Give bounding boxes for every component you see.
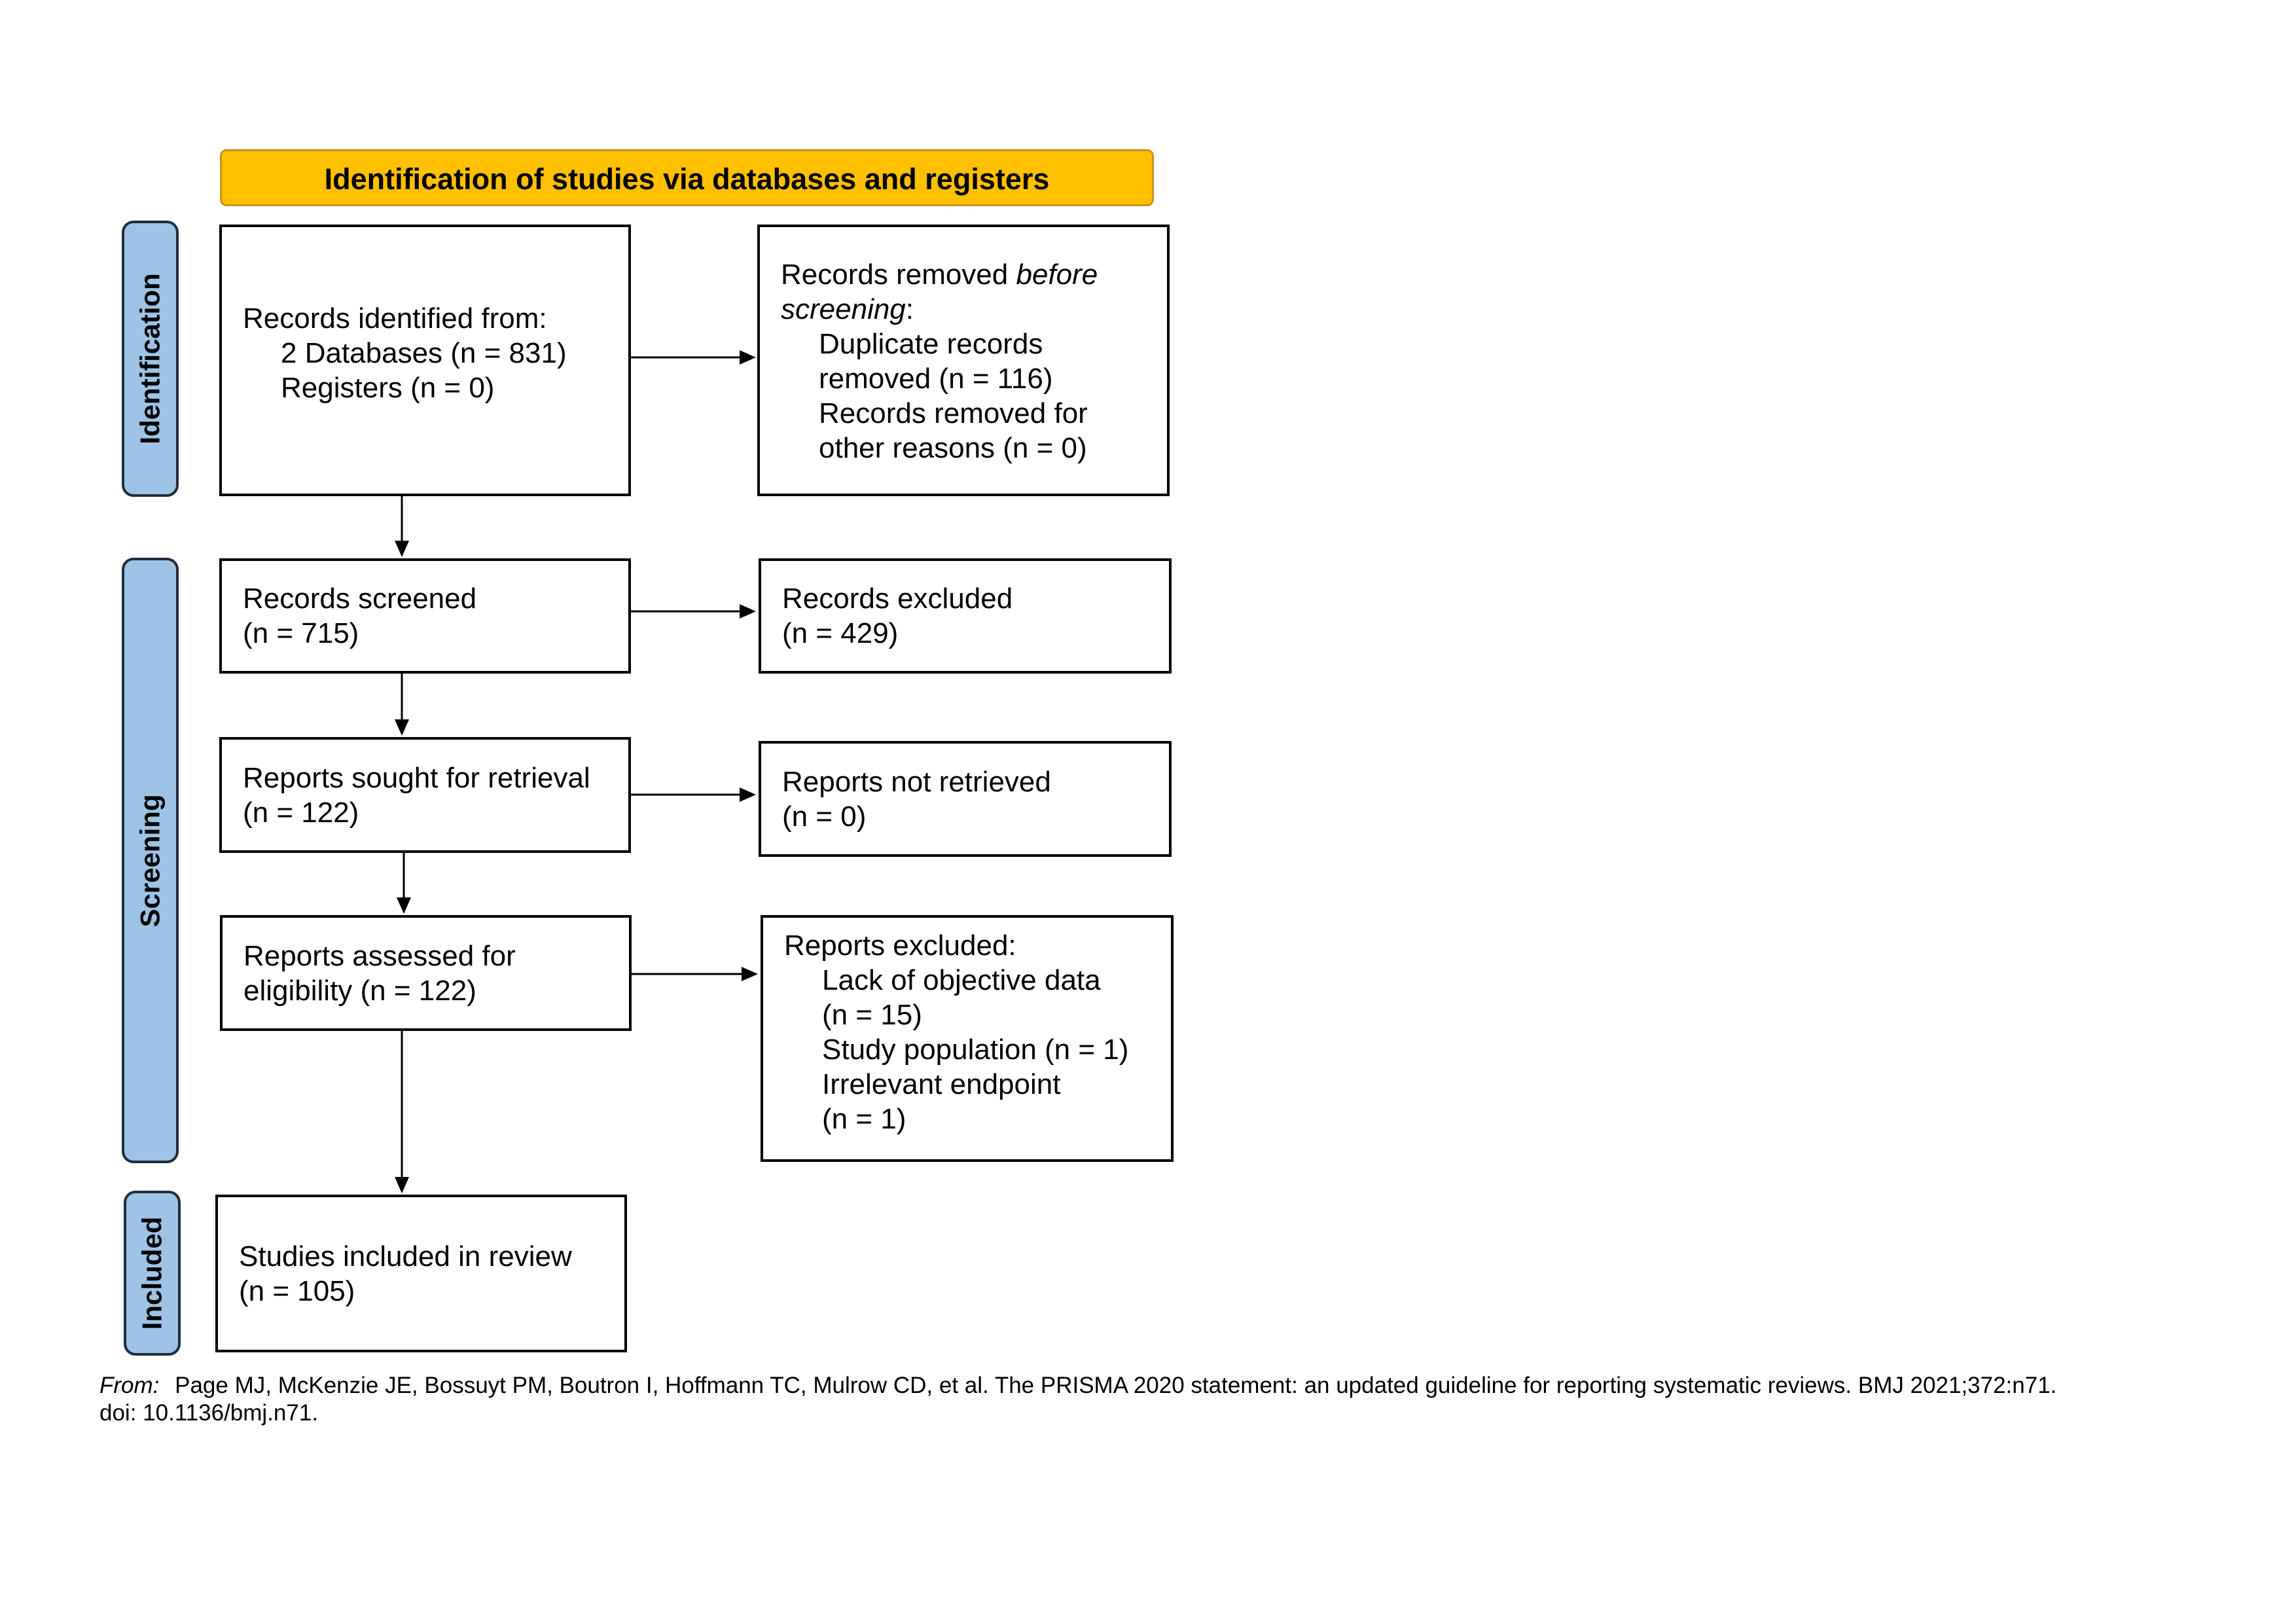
records-removed-title-italic: before (1016, 259, 1098, 291)
records-screened-label: Records screened (243, 583, 477, 615)
records-identified-title: Records identified from: (243, 302, 547, 334)
arrow-sought-to-assessed-head (397, 897, 411, 914)
reports-not-retrieved-label: Reports not retrieved (782, 765, 1051, 798)
studies-included-box: Studies included in review (n = 105) (215, 1195, 627, 1352)
header-title: Identification of studies via databases … (220, 149, 1154, 206)
reports-excluded-reason-2: Study population (n = 1) (822, 1033, 1129, 1066)
reports-excluded-reason-3a: Irrelevant endpoint (822, 1068, 1061, 1100)
records-removed-duplicate-2: removed (n = 116) (819, 363, 1053, 395)
records-removed-duplicate-1: Duplicate records (819, 328, 1043, 360)
records-removed-title-italic-2: screening (781, 293, 906, 325)
phase-label-included: Included (124, 1191, 181, 1356)
footer-doi: doi: 10.1136/bmj.n71. (99, 1400, 319, 1426)
records-screened-box: Records screened (n = 715) (219, 558, 631, 674)
records-removed-box: Records removed before screening: Duplic… (757, 225, 1170, 496)
records-removed-other-1: Records removed for (819, 397, 1088, 429)
reports-not-retrieved-box: Reports not retrieved (n = 0) (759, 741, 1172, 857)
reports-assessed-box: Reports assessed for eligibility (n = 12… (220, 915, 632, 1031)
reports-sought-label: Reports sought for retrieval (243, 761, 590, 794)
records-removed-title: Records removed before (781, 257, 1167, 292)
records-excluded-box: Records excluded (n = 429) (759, 558, 1172, 674)
records-identified-registers: Registers (n = 0) (281, 372, 495, 404)
reports-assessed-label-1: Reports assessed for (243, 939, 516, 972)
footer-from: From: (99, 1373, 160, 1398)
footer-citation-text: Page MJ, McKenzie JE, Bossuyt PM, Boutro… (175, 1373, 2057, 1398)
records-removed-other-2: other reasons (n = 0) (819, 432, 1087, 464)
records-removed-title-plain: Records removed (781, 259, 1016, 291)
arrow-screened-to-sought-head (395, 719, 409, 736)
reports-excluded-box: Reports excluded: Lack of objective data… (761, 915, 1174, 1162)
reports-not-retrieved-count: (n = 0) (782, 800, 867, 833)
phase-label-screening: Screening (122, 558, 179, 1163)
arrow-assessed-to-included-head (395, 1177, 409, 1193)
records-screened-count: (n = 715) (243, 617, 359, 649)
reports-excluded-title: Reports excluded: (784, 929, 1016, 962)
records-removed-title-line2: screening: (781, 292, 1167, 327)
records-excluded-label: Records excluded (782, 583, 1013, 615)
reports-sought-box: Reports sought for retrieval (n = 122) (219, 737, 631, 853)
arrow-sought-to-not-retrieved-head (740, 787, 756, 802)
arrow-identified-to-screened-head (395, 541, 409, 557)
studies-included-label: Studies included in review (239, 1240, 572, 1272)
reports-excluded-reason-1b: (n = 15) (822, 998, 922, 1031)
footer-citation: From: Page MJ, McKenzie JE, Bossuyt PM, … (99, 1372, 2259, 1427)
reports-excluded-reason-1a: Lack of objective data (822, 964, 1101, 996)
records-removed-title-colon: : (905, 293, 914, 325)
arrow-identified-to-removed-head (740, 350, 756, 365)
footer-citation-line: From: Page MJ, McKenzie JE, Bossuyt PM, … (99, 1372, 2259, 1399)
arrow-screened-to-excluded-head (740, 604, 756, 619)
records-identified-box: Records identified from: 2 Databases (n … (219, 225, 631, 496)
arrow-assessed-to-reports-excluded-head (742, 967, 758, 981)
records-excluded-count: (n = 429) (782, 617, 899, 649)
reports-sought-count: (n = 122) (243, 796, 359, 829)
reports-assessed-label-2: eligibility (n = 122) (243, 974, 476, 1007)
records-identified-databases: 2 Databases (n = 831) (281, 337, 567, 369)
reports-excluded-reason-3b: (n = 1) (822, 1102, 906, 1135)
studies-included-count: (n = 105) (239, 1274, 355, 1307)
phase-label-identification: Identification (122, 221, 179, 497)
